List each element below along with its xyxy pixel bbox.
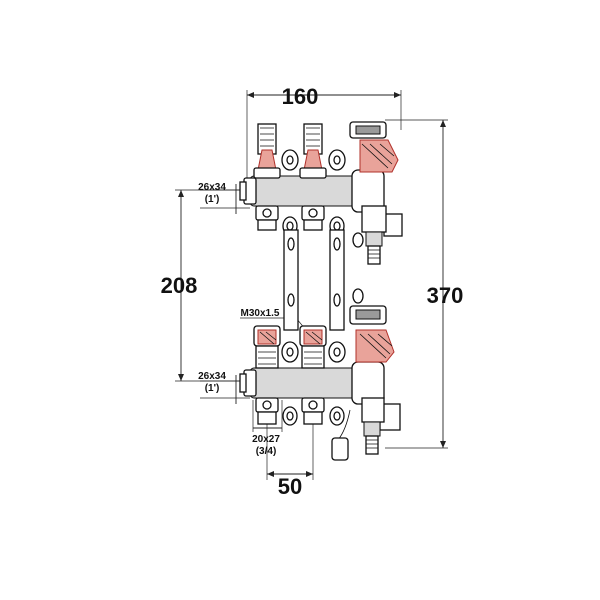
bottom-thread-inch-label: (1') <box>205 383 220 394</box>
top-manifold-bar <box>239 121 403 265</box>
bottom-manifold-bar <box>239 305 401 461</box>
dim-total-height: 370 <box>427 283 464 308</box>
outlet-thread-inch-label: (3/4) <box>256 446 277 457</box>
top-thread-label: 26x34 <box>198 182 226 193</box>
outlet-thread-label: 20x27 <box>252 434 280 445</box>
bottom-thread-label: 26x34 <box>198 371 226 382</box>
bottom-valve-2 <box>299 325 327 425</box>
dim-outlet-pitch: 50 <box>278 474 302 499</box>
actuator-thread-label: M30x1.5 <box>241 308 280 319</box>
dim-total-width: 160 <box>282 84 319 109</box>
bottom-valve-1 <box>253 325 281 425</box>
dimension-lines <box>175 90 448 480</box>
top-valve-1 <box>253 123 281 231</box>
top-valve-2 <box>299 123 327 231</box>
dim-bar-spacing: 208 <box>161 273 198 298</box>
top-thread-inch-label: (1') <box>205 194 220 205</box>
mounting-brackets <box>283 229 364 331</box>
